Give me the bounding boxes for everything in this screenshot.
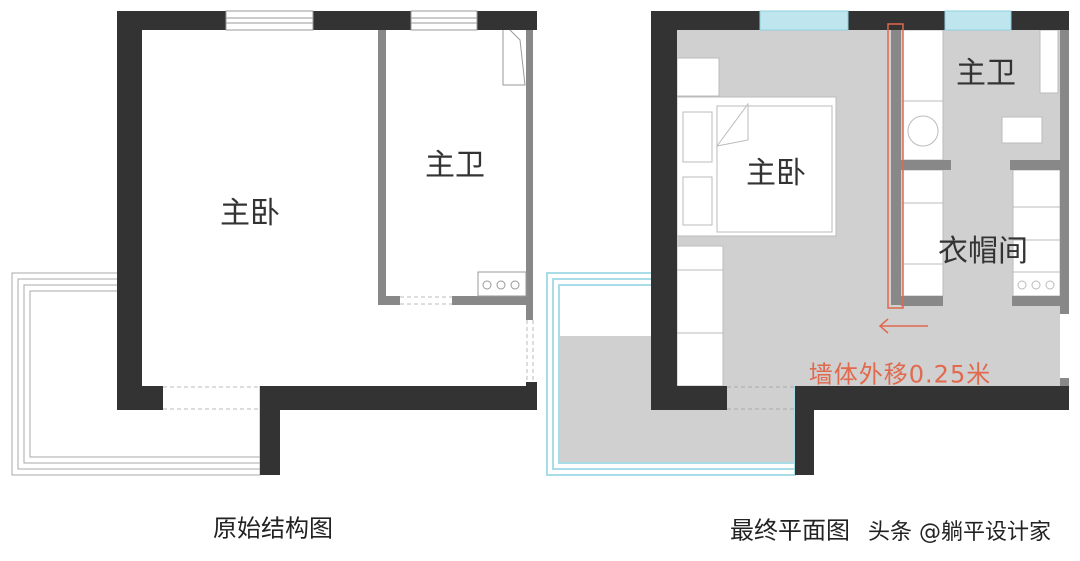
wall-shift-annotation: 墙体外移0.25米	[808, 360, 992, 389]
room-label-bedroom: 主卧	[746, 156, 806, 191]
original-plan	[11, 10, 537, 476]
windows	[759, 10, 1012, 31]
partitions	[891, 30, 1069, 386]
caption-original: 原始结构图	[213, 514, 333, 543]
caption-final: 最终平面图	[730, 516, 850, 545]
door-openings	[727, 386, 795, 410]
fixtures	[477, 29, 527, 297]
room-label-bathroom: 主卫	[956, 56, 1016, 91]
watermark: 头条 @躺平设计家	[868, 520, 1051, 545]
door-openings	[163, 296, 534, 410]
partitions	[378, 30, 533, 320]
room-label-bathroom: 主卫	[425, 148, 485, 183]
final-plan	[546, 10, 1069, 476]
moved-wall-highlight	[887, 23, 904, 309]
room-label-closet: 衣帽间	[938, 234, 1028, 269]
furniture	[676, 29, 1061, 387]
windows	[225, 10, 478, 31]
arrow-left-icon	[878, 318, 928, 334]
room-label-bedroom: 主卧	[220, 196, 280, 231]
